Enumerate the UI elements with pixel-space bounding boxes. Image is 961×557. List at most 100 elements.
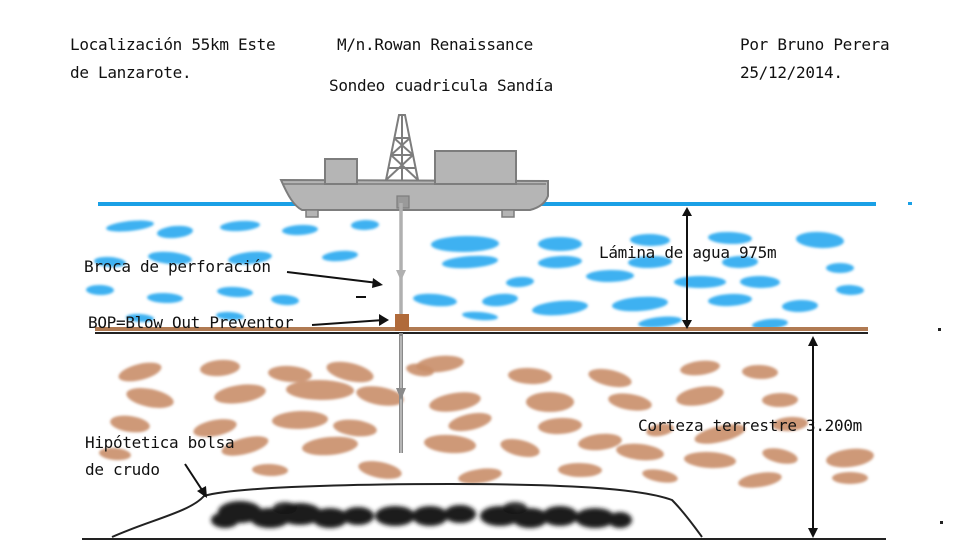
- oil-label-line-2: de crudo: [85, 460, 160, 479]
- sea-surface-dot: [908, 202, 912, 205]
- water-stroke: [148, 251, 192, 265]
- water-stroke: [782, 299, 818, 313]
- ship-thruster-left: [305, 209, 319, 218]
- crust-stroke: [772, 416, 808, 432]
- water-stroke: [86, 284, 114, 296]
- water-stroke: [282, 224, 318, 236]
- crust-stroke: [252, 463, 288, 477]
- water-stroke: [628, 255, 672, 269]
- water-stroke: [506, 276, 534, 288]
- oil-pocket-outline: [111, 482, 703, 538]
- edge-dot: [938, 328, 941, 331]
- drill-bit-label: Broca de perforación: [84, 257, 271, 276]
- water-stroke: [674, 276, 726, 288]
- crust-stroke: [642, 469, 678, 483]
- crust-stroke: [558, 462, 602, 478]
- crust-stroke: [500, 438, 540, 458]
- water-stroke: [216, 311, 244, 321]
- water-stroke: [322, 250, 358, 262]
- crust-stroke: [646, 423, 674, 437]
- crust-stroke: [684, 451, 736, 469]
- crust-layer: [99, 355, 874, 488]
- oil-blob: [342, 507, 374, 525]
- water-stroke: [612, 296, 668, 312]
- crust-stroke: [578, 433, 622, 451]
- derrick-icon: [385, 114, 419, 181]
- crust-stroke: [762, 448, 798, 464]
- crust-stroke: [126, 388, 174, 408]
- oil-blob: [312, 508, 348, 528]
- crust-stroke: [221, 436, 269, 456]
- crust-stroke: [448, 412, 492, 432]
- ship-icon: [279, 150, 549, 218]
- crust-stroke: [118, 362, 162, 382]
- crust-stroke: [676, 386, 724, 406]
- bop-icon: [395, 314, 409, 331]
- ship-thruster-right: [501, 209, 515, 218]
- crust-stroke: [358, 461, 402, 479]
- crust-stroke: [110, 415, 150, 433]
- water-stroke: [708, 231, 752, 245]
- water-stroke: [413, 293, 457, 307]
- crust-stroke: [99, 447, 131, 461]
- date: 25/12/2014.: [740, 63, 843, 82]
- crust-stroke: [694, 424, 746, 444]
- survey-name: Sondeo cuadricula Sandía: [329, 76, 553, 95]
- location-line-1: Localización 55km Este: [70, 35, 276, 54]
- crust-label: Corteza terrestre 3.200m: [638, 416, 862, 435]
- crust-stroke: [302, 436, 358, 456]
- water-stroke: [157, 225, 193, 239]
- crust-stroke: [508, 367, 552, 385]
- water-stroke: [708, 293, 752, 307]
- crust-stroke: [458, 468, 502, 484]
- crust-stroke: [326, 361, 374, 383]
- crust-stroke: [738, 472, 782, 488]
- crust-stroke: [406, 363, 434, 377]
- water-stroke: [271, 294, 299, 306]
- crust-stroke: [588, 368, 632, 388]
- oil-label-line-1: Hipótetica bolsa: [85, 433, 235, 452]
- ship-cabin-right: [434, 150, 517, 185]
- crude-oil-body: [211, 501, 632, 528]
- oil-blob: [273, 502, 297, 514]
- crust-stroke: [832, 472, 868, 484]
- water-stroke: [752, 318, 788, 330]
- water-depth-arrow: [682, 207, 692, 329]
- crust-stroke: [356, 386, 404, 406]
- crust-stroke: [429, 392, 481, 412]
- crust-stroke: [272, 410, 328, 430]
- label-pointers: [184, 271, 389, 498]
- oil-blob: [542, 506, 578, 526]
- vessel-name: M/n.Rowan Renaissance: [337, 35, 533, 54]
- water-stroke: [147, 292, 183, 304]
- crust-stroke: [826, 448, 874, 468]
- ship-cabin-left: [324, 158, 358, 185]
- water-stroke: [630, 233, 670, 247]
- water-stroke: [538, 255, 582, 269]
- crust-stroke: [214, 384, 266, 404]
- oil-blob: [375, 506, 415, 526]
- author: Por Bruno Perera: [740, 35, 890, 54]
- drill-pipe-icon: [396, 203, 406, 453]
- water-stroke: [722, 255, 758, 269]
- crust-stroke: [286, 379, 354, 401]
- water-stroke: [462, 311, 498, 321]
- crust-stroke: [538, 417, 582, 435]
- crust-stroke: [333, 419, 377, 437]
- water-stroke: [740, 275, 780, 289]
- water-stroke: [228, 251, 272, 265]
- crust-stroke: [200, 359, 240, 377]
- water-depth-label: Lámina de agua 975m: [599, 243, 777, 262]
- water-stroke: [796, 231, 844, 249]
- oil-blob: [503, 502, 527, 514]
- water-stroke: [442, 255, 498, 269]
- crust-stroke: [742, 364, 778, 380]
- crust-stroke: [526, 392, 574, 412]
- water-stroke: [826, 263, 854, 273]
- oil-blob: [608, 512, 632, 528]
- bottom-dot: [940, 521, 943, 524]
- water-stroke: [126, 313, 154, 323]
- water-stroke: [351, 219, 379, 231]
- oil-blob: [575, 508, 615, 528]
- water-stroke: [586, 269, 634, 283]
